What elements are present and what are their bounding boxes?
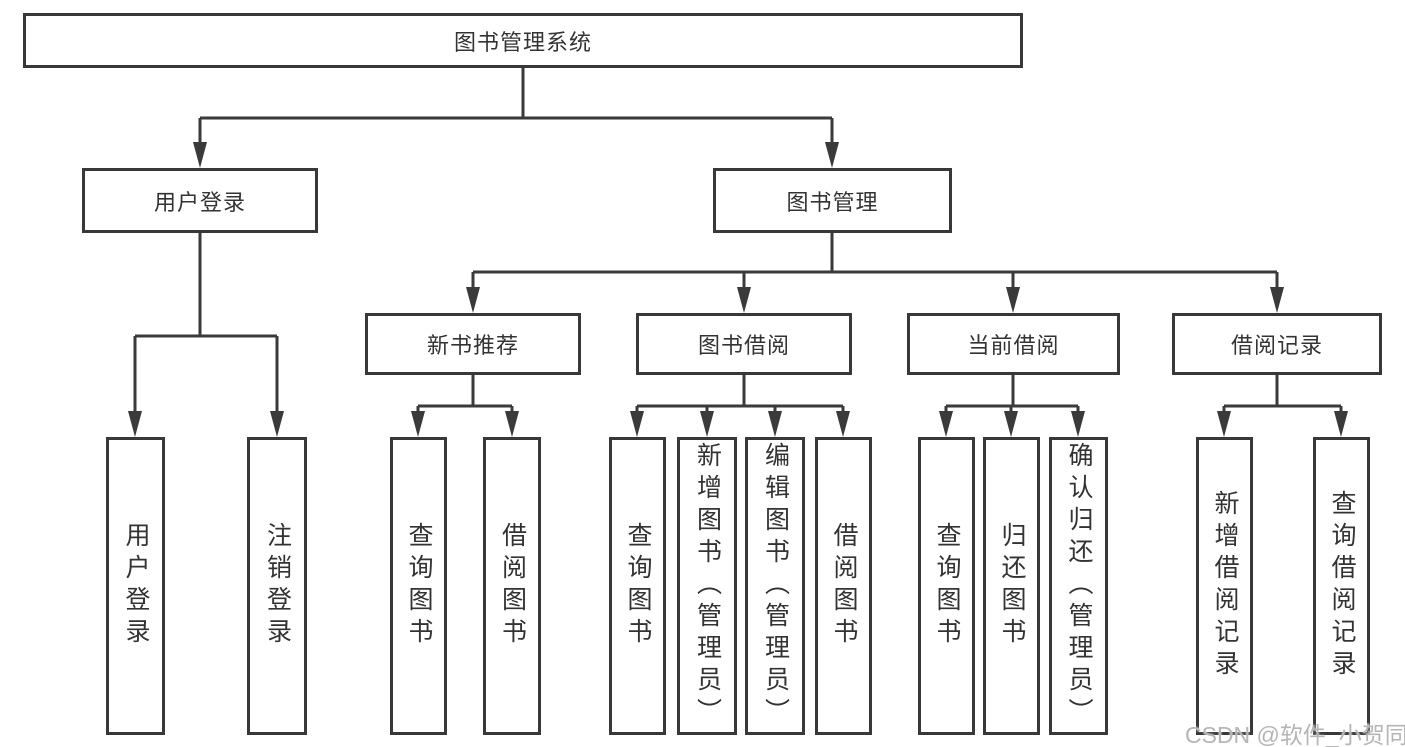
node-leaf-edit-book-admin: 编辑图书（管理员） <box>745 437 805 735</box>
arrowhead <box>630 411 644 437</box>
arrowhead <box>1071 411 1085 437</box>
node-leaf-query-borrow-record: 查询借阅记录 <box>1313 437 1370 735</box>
arrowhead <box>700 411 714 437</box>
arrowhead <box>836 411 850 437</box>
node-leaf-query-books-current: 查询图书 <box>918 437 975 735</box>
connector-current-borrow-to-leaves <box>944 375 1080 417</box>
node-leaf-confirm-return-admin-label: 确认归还（管理员） <box>1065 442 1093 730</box>
arrowhead <box>768 411 782 437</box>
node-user-login: 用户登录 <box>82 168 318 233</box>
arrowhead <box>466 287 480 313</box>
node-leaf-return-book: 归还图书 <box>983 437 1040 735</box>
node-leaf-borrow-books-recommend-label: 借阅图书 <box>498 522 527 650</box>
node-leaf-add-book-admin-label: 新增图书（管理员） <box>693 442 722 730</box>
arrowhead <box>193 142 207 168</box>
node-root-label: 图书管理系统 <box>453 29 592 55</box>
node-leaf-confirm-return-admin: 确认归还（管理员） <box>1049 437 1108 735</box>
node-leaf-query-books-borrowing-label: 查询图书 <box>624 522 652 650</box>
node-leaf-logout: 注销登录 <box>247 437 307 735</box>
node-current-borrowing: 当前借阅 <box>907 313 1120 375</box>
arrowhead <box>939 411 953 437</box>
node-leaf-borrow-books-borrowing-label: 借阅图书 <box>830 522 858 650</box>
connector-root-to-level2 <box>198 68 834 148</box>
node-leaf-edit-book-admin-label: 编辑图书（管理员） <box>761 442 790 730</box>
node-leaf-query-books-recommend: 查询图书 <box>390 437 447 735</box>
node-borrowing-records-label: 借阅记录 <box>1230 333 1323 358</box>
node-leaf-query-books-recommend-label: 查询图书 <box>405 522 433 650</box>
node-book-management: 图书管理 <box>713 168 952 233</box>
arrowhead <box>1004 411 1018 437</box>
connector-borrow-records-to-leaves <box>1222 375 1343 417</box>
arrowhead <box>505 411 519 437</box>
node-book-management-label: 图书管理 <box>786 189 879 215</box>
arrowhead <box>737 287 751 313</box>
node-leaf-query-borrow-record-label: 查询借阅记录 <box>1328 490 1356 682</box>
node-leaf-add-book-admin: 新增图书（管理员） <box>677 437 737 735</box>
node-new-book-recommend-label: 新书推荐 <box>426 333 519 358</box>
node-leaf-add-borrow-record-label: 新增借阅记录 <box>1211 490 1239 682</box>
node-leaf-query-books-current-label: 查询图书 <box>933 522 961 650</box>
node-leaf-borrow-books-borrowing: 借阅图书 <box>815 437 872 735</box>
watermark: CSDN @软件_小贺同学 <box>1185 722 1405 747</box>
node-borrowing-records: 借阅记录 <box>1172 313 1382 375</box>
node-leaf-user-login: 用户登录 <box>106 437 165 735</box>
connector-new-book-rec-to-leaves <box>416 375 514 417</box>
arrowhead <box>411 411 425 437</box>
node-leaf-logout-label: 注销登录 <box>263 522 292 650</box>
arrowhead <box>1270 287 1284 313</box>
node-new-book-recommend: 新书推荐 <box>365 313 581 375</box>
connector-book-borrow-to-leaves <box>635 375 845 417</box>
arrowhead <box>1006 287 1020 313</box>
arrowhead <box>1217 411 1231 437</box>
arrowhead <box>825 142 839 168</box>
node-root: 图书管理系统 <box>23 13 1023 68</box>
connector-book-mgmt-to-level3 <box>471 233 1279 293</box>
node-book-borrowing: 图书借阅 <box>636 313 852 375</box>
node-leaf-query-books-borrowing: 查询图书 <box>609 437 666 735</box>
node-book-borrowing-label: 图书借阅 <box>697 333 790 358</box>
arrowhead <box>128 411 142 437</box>
node-user-login-label: 用户登录 <box>153 189 246 215</box>
arrowhead <box>1334 411 1348 437</box>
arrowhead <box>270 411 284 437</box>
node-current-borrowing-label: 当前借阅 <box>967 333 1060 358</box>
node-leaf-borrow-books-recommend: 借阅图书 <box>483 437 541 735</box>
node-leaf-user-login-label: 用户登录 <box>122 522 150 650</box>
connector-user-login-to-leaves <box>133 233 279 417</box>
node-leaf-return-book-label: 归还图书 <box>998 522 1026 650</box>
node-leaf-add-borrow-record: 新增借阅记录 <box>1196 437 1253 735</box>
